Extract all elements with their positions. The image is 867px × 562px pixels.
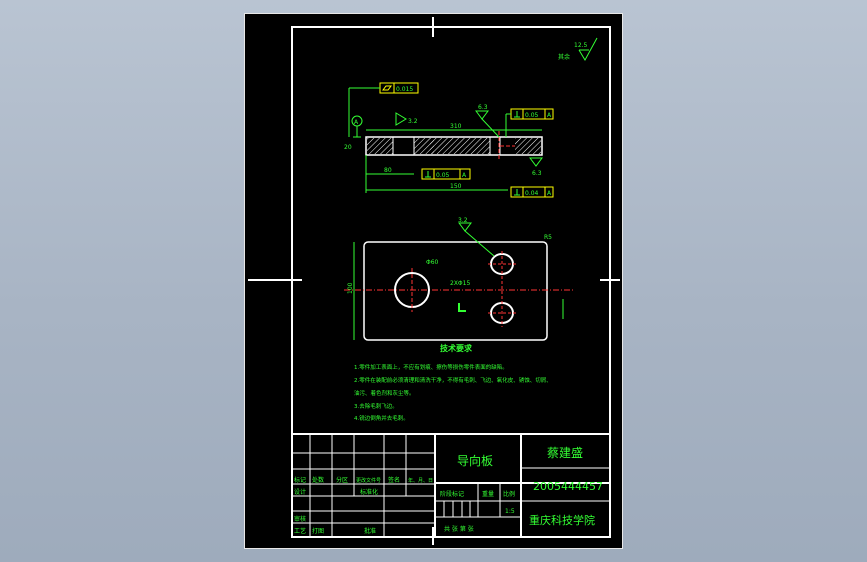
section-view: 0.015 A 3.2 310 6.3 0 [344,82,554,198]
scale-value: 1:5 [505,508,515,515]
designer-name: 蔡建盛 [547,445,583,460]
tech-item: 2.零件在装配前必须清理和清洗干净，不得有毛刺、飞边、氧化皮、锈蚀、切屑、 [354,376,552,384]
dim-hole-large: Φ60 [426,259,439,266]
hatch-region-3 [430,138,490,154]
roughness-b-leader [481,118,500,138]
dim-150: 150 [450,183,462,190]
roughness-a-label: 3.2 [408,118,418,125]
drawing-canvas: 12.5 其余 [248,17,620,545]
datum-label: A [354,119,359,126]
tb-label-process: 工艺 [294,527,306,535]
perp-icon-2 [425,171,431,178]
hatch-region-4 [515,138,541,154]
tb-label-mark: 标记 [294,476,306,484]
roughness-other-value: 12.5 [574,42,588,49]
dim-chamfer: R5 [544,234,552,241]
tb-label-change: 更改文件号 [356,477,381,484]
hatch-region-1 [367,138,393,154]
flatness-icon [382,85,392,91]
roughness-a-icon [395,112,407,126]
roughness-c-label: 6.3 [532,170,542,177]
tb-label-review: 审核 [294,515,306,523]
plate-outline [365,136,543,156]
sheets-label: 共 张 第 张 [444,525,474,533]
tech-item: 3.去除毛刺飞边。 [354,402,398,410]
student-id: 2005444457 [533,480,603,493]
tb-label-ratio: 比例 [503,490,515,498]
roughness-plan-icon [458,222,472,232]
tb-label-weight: 重量 [482,490,494,498]
school-name: 重庆科技学院 [529,513,595,527]
part-name: 导向板 [457,453,493,468]
dim-80: 80 [384,167,392,174]
title-block-text: 标记 处数 分区 更改文件号 签名 年、月、日 设计 标准化 审核 工艺 打图 … [294,445,603,535]
perp-1-datum: A [547,112,552,119]
tb-label-date: 年、月、日 [408,477,433,484]
perp-frame-2-datum [459,168,471,180]
tb-label-stage: 阶段标记 [440,490,464,498]
roughness-plan-label: 3.2 [458,217,468,224]
flatness-frame-value [393,82,419,94]
perp-icon-1 [514,111,520,118]
roughness-other-label: 其余 [558,53,570,61]
drawing-sheet: 12.5 其余 [244,13,623,549]
title-block [291,433,611,538]
perp-frame-1-datum [544,108,554,120]
perp-1-value: 0.05 [525,112,539,119]
tech-item: 油污、着色剂和灰尘等。 [354,389,415,397]
tech-item: 1.零件加工表面上，不应有划痕、擦伤等损伤零件表面的缺陷。 [354,363,508,371]
tech-item: 4.锐边倒角并去毛刺。 [354,414,409,422]
dim-hole-small: 2XΦ15 [450,280,470,287]
plan-view: 3.2 Φ60 2XΦ15 R5 100 [344,217,574,341]
hatch-region-2 [414,138,434,154]
title-block-frame [291,433,611,538]
plate-plan-outline [363,241,548,341]
parallel-icon [514,189,520,196]
dim-height: 100 [347,282,354,294]
roughness-other-symbol: 12.5 其余 [558,37,598,62]
datum-leader [353,126,361,138]
roughness-b-icon [475,110,489,120]
tb-label-design: 设计 [294,488,306,496]
tb-label-count: 处数 [312,476,324,484]
flatness-value: 0.015 [396,86,413,93]
tb-label-signature: 签名 [388,476,400,484]
roughness-b-label: 6.3 [478,104,488,111]
tech-title: 技术要求 [440,343,473,353]
parallel-frame-datum [544,186,554,198]
tb-label-approve: 批准 [364,527,376,535]
dim-310: 310 [450,123,462,130]
section-arrow-left [458,303,466,312]
flatness-frame-symbol [379,82,395,94]
tb-label-drafter: 打图 [312,527,324,535]
perp-2-datum: A [462,172,467,179]
tech-requirements: 技术要求 1.零件加工表面上，不应有划痕、擦伤等损伤零件表面的缺陷。 2.零件在… [354,343,552,422]
roughness-c-icon [529,157,543,167]
parallel-datum: A [547,190,552,197]
parallel-value: 0.04 [525,190,539,197]
tb-label-standardization: 标准化 [360,488,378,496]
thickness-label: 20 [344,144,352,151]
roughness-plan-leader [464,230,495,257]
tb-label-zone: 分区 [336,476,348,484]
perp-2-value: 0.05 [436,172,450,179]
